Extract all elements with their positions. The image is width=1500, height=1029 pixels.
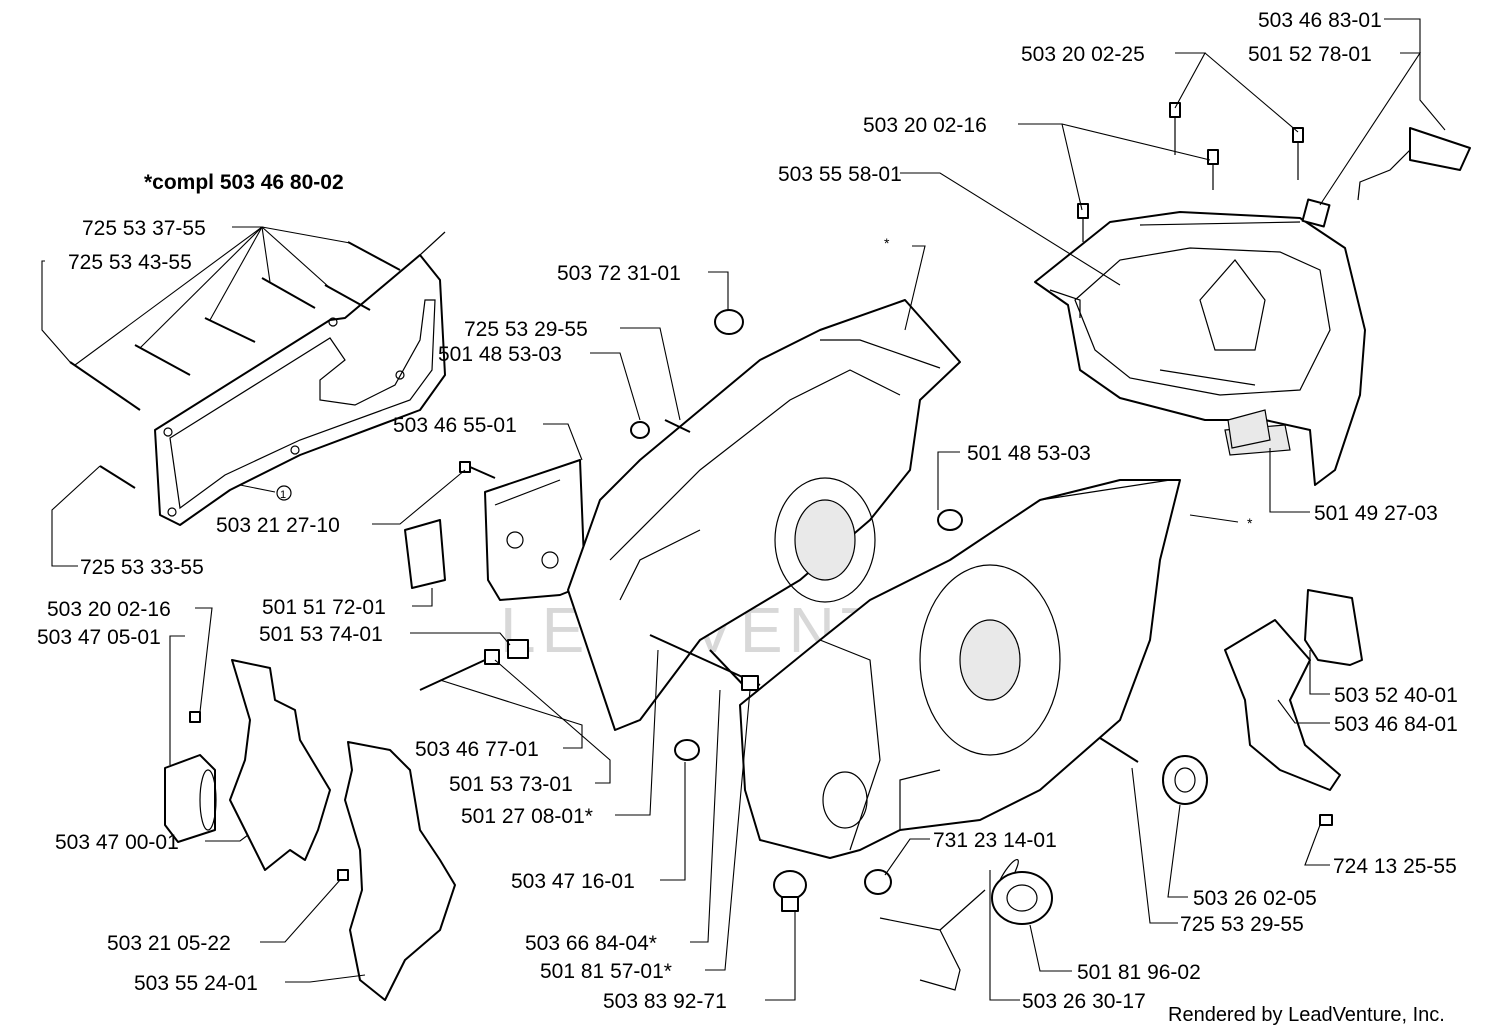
- right-side-parts: [1099, 589, 1363, 826]
- part-label: 503 55 24-01: [134, 972, 258, 995]
- part-label: 501 48 53-03: [438, 343, 562, 366]
- credit-text: Rendered by LeadVenture, Inc.: [1168, 1004, 1445, 1026]
- part-label: 503 47 05-01: [37, 626, 161, 649]
- leader-lines: [41, 18, 1446, 1001]
- part-label: 724 13 25-55: [1333, 855, 1457, 878]
- circle-mark-ring: [276, 485, 292, 501]
- part-label: 725 53 29-55: [464, 318, 588, 341]
- part-label: 503 20 02-16: [863, 114, 987, 137]
- part-label: 501 52 78-01: [1248, 43, 1372, 66]
- part-label: 725 53 37-55: [82, 217, 206, 240]
- gasket-frame-part: [154, 231, 446, 526]
- part-label: 503 21 27-10: [216, 514, 340, 537]
- part-number-labels: 503 46 83-01 503 20 02-25 501 52 78-01 5…: [37, 9, 1458, 1013]
- part-label: 503 20 02-16: [47, 598, 171, 621]
- part-label: 731 23 14-01: [933, 829, 1057, 852]
- part-label: 501 51 72-01: [262, 596, 386, 619]
- asterisk-mark: *: [1247, 515, 1253, 531]
- part-label: 501 81 57-01*: [540, 960, 672, 983]
- part-label: 503 52 40-01: [1334, 684, 1458, 707]
- crankcase-upper-part: [567, 299, 961, 731]
- buffer-part: [1301, 127, 1471, 228]
- top-cover-part: [1034, 211, 1366, 486]
- part-label: 501 81 96-02: [1077, 961, 1201, 984]
- part-label: 503 46 77-01: [415, 738, 539, 761]
- part-label: 503 83 92-71: [603, 990, 727, 1013]
- part-label: 501 48 53-03: [967, 442, 1091, 465]
- part-label: 501 53 73-01: [449, 773, 573, 796]
- centre-small-parts: [419, 309, 963, 761]
- part-drawings: [69, 102, 1471, 1001]
- guide-plate-part: [484, 459, 586, 601]
- crankcase-lower-part: [739, 479, 1181, 859]
- part-label: 501 27 08-01*: [461, 805, 593, 828]
- part-label: 503 20 02-25: [1021, 43, 1145, 66]
- bottom-centre-parts: [773, 859, 1053, 991]
- sprocket-covers-part: [164, 659, 456, 1001]
- part-label: 503 21 05-22: [107, 932, 231, 955]
- assembly-title: *compl 503 46 80-02: [144, 171, 344, 194]
- part-label: 503 66 84-04*: [525, 932, 657, 955]
- part-label: 503 55 58-01: [778, 163, 902, 186]
- asterisk-mark: *: [884, 235, 890, 251]
- circle-mark: 1: [280, 489, 286, 501]
- damper-part: [1227, 409, 1271, 449]
- cover-screws: [1077, 102, 1304, 242]
- part-label: 503 26 30-17: [1022, 990, 1146, 1013]
- part-label: 501 53 74-01: [259, 623, 383, 646]
- part-label: 503 72 31-01: [557, 262, 681, 285]
- part-label: 501 49 27-03: [1314, 502, 1438, 525]
- part-label: 725 53 29-55: [1180, 913, 1304, 936]
- part-label: 725 53 43-55: [68, 251, 192, 274]
- part-label: 503 47 16-01: [511, 870, 635, 893]
- part-label: 503 46 84-01: [1334, 713, 1458, 736]
- part-label: 503 46 55-01: [393, 414, 517, 437]
- part-label: 503 46 83-01: [1258, 9, 1382, 32]
- part-label: 503 47 00-01: [55, 831, 179, 854]
- block-part: [404, 519, 446, 589]
- part-label: 503 26 02-05: [1193, 887, 1317, 910]
- part-label: 725 53 33-55: [80, 556, 204, 579]
- long-screws: [69, 241, 401, 489]
